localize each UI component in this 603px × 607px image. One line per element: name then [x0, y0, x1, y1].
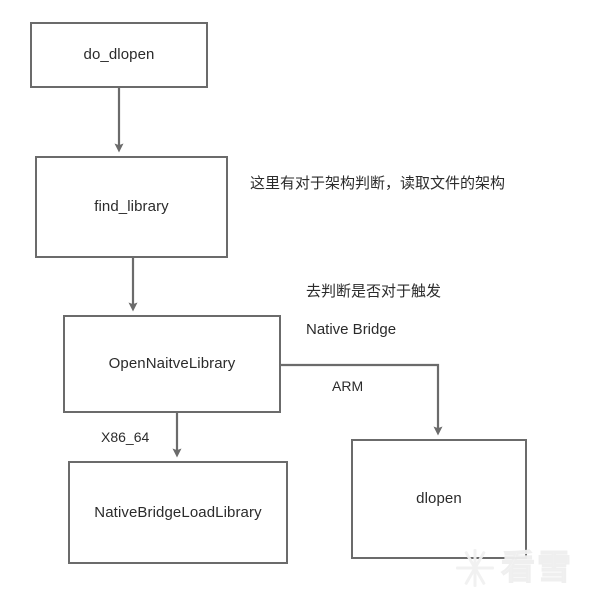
- edge-label-arm: ARM: [332, 378, 364, 394]
- node-dlopen[interactable]: dlopen: [351, 439, 527, 559]
- annotation-native-bridge-note-line2: Native Bridge: [306, 321, 397, 338]
- node-do-dlopen[interactable]: do_dlopen: [30, 22, 208, 88]
- edge-label-x86-64: X86_64: [101, 429, 150, 445]
- watermark: 看雪: [455, 548, 573, 588]
- node-open-naitve-library-label: OpenNaitveLibrary: [108, 355, 236, 372]
- watermark-text: 看雪: [501, 549, 573, 587]
- node-open-naitve-library[interactable]: OpenNaitveLibrary: [63, 315, 281, 413]
- annotation-native-bridge-note: 去判断是否对于触发: [306, 283, 442, 300]
- node-native-bridge-load-library-label: NativeBridgeLoadLibrary: [94, 503, 262, 521]
- annotation-arch-note: 这里有对于架构判断，读取文件的架构: [250, 175, 506, 192]
- snowflake-icon: [455, 548, 495, 588]
- node-native-bridge-load-library[interactable]: NativeBridgeLoadLibrary: [68, 461, 288, 564]
- node-dlopen-label: dlopen: [416, 490, 462, 507]
- edge-open-naitve-library-to-dlopen: [281, 363, 443, 436]
- node-find-library[interactable]: find_library: [35, 156, 228, 258]
- node-do-dlopen-label: do_dlopen: [83, 46, 155, 63]
- node-find-library-label: find_library: [94, 198, 169, 215]
